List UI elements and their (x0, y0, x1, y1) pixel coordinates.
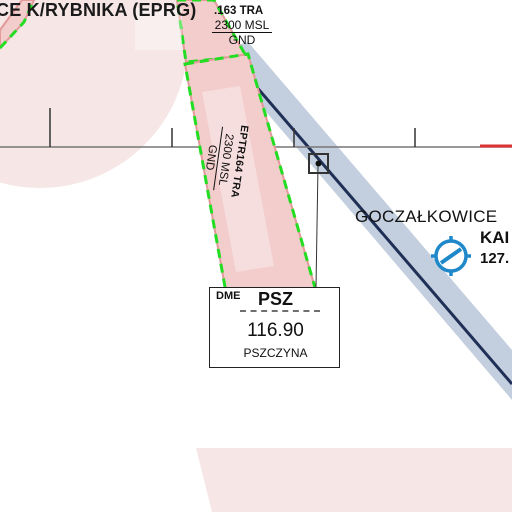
airport-name-label: KAI (480, 228, 510, 247)
tra163-name: .163 TRA (214, 5, 264, 17)
airport-frequency-label: 127. (480, 250, 510, 267)
tra163-label: .163 TRA 2300 MSL GND (212, 4, 272, 47)
dme-info-box[interactable]: DME PSZ 116.90 PSZCZYNA (209, 287, 340, 368)
restricted-area-bottom (196, 448, 512, 512)
airway-line (228, 55, 512, 385)
dme-leader-line (315, 165, 319, 288)
dme-name: PSZCZYNA (243, 346, 308, 360)
dme-center-dot (315, 160, 322, 167)
tra163-lower-limit: GND (228, 33, 256, 47)
dme-symbol[interactable] (308, 153, 329, 174)
dme-type-label: DME (216, 290, 241, 302)
tra163-upper-limit: 2300 MSL (212, 18, 272, 33)
restricted-area-circle (0, 0, 188, 188)
restricted-area-label: CE K/RYBNIKA (EPRG) (0, 0, 197, 20)
dme-ident: PSZ (257, 289, 293, 309)
dme-frequency: 116.90 (247, 320, 304, 341)
airport-icon[interactable] (431, 236, 471, 276)
dme-morse-code (240, 310, 320, 318)
town-label: GOCZAŁKOWICE (355, 207, 498, 226)
airway-corridor (215, 42, 512, 400)
